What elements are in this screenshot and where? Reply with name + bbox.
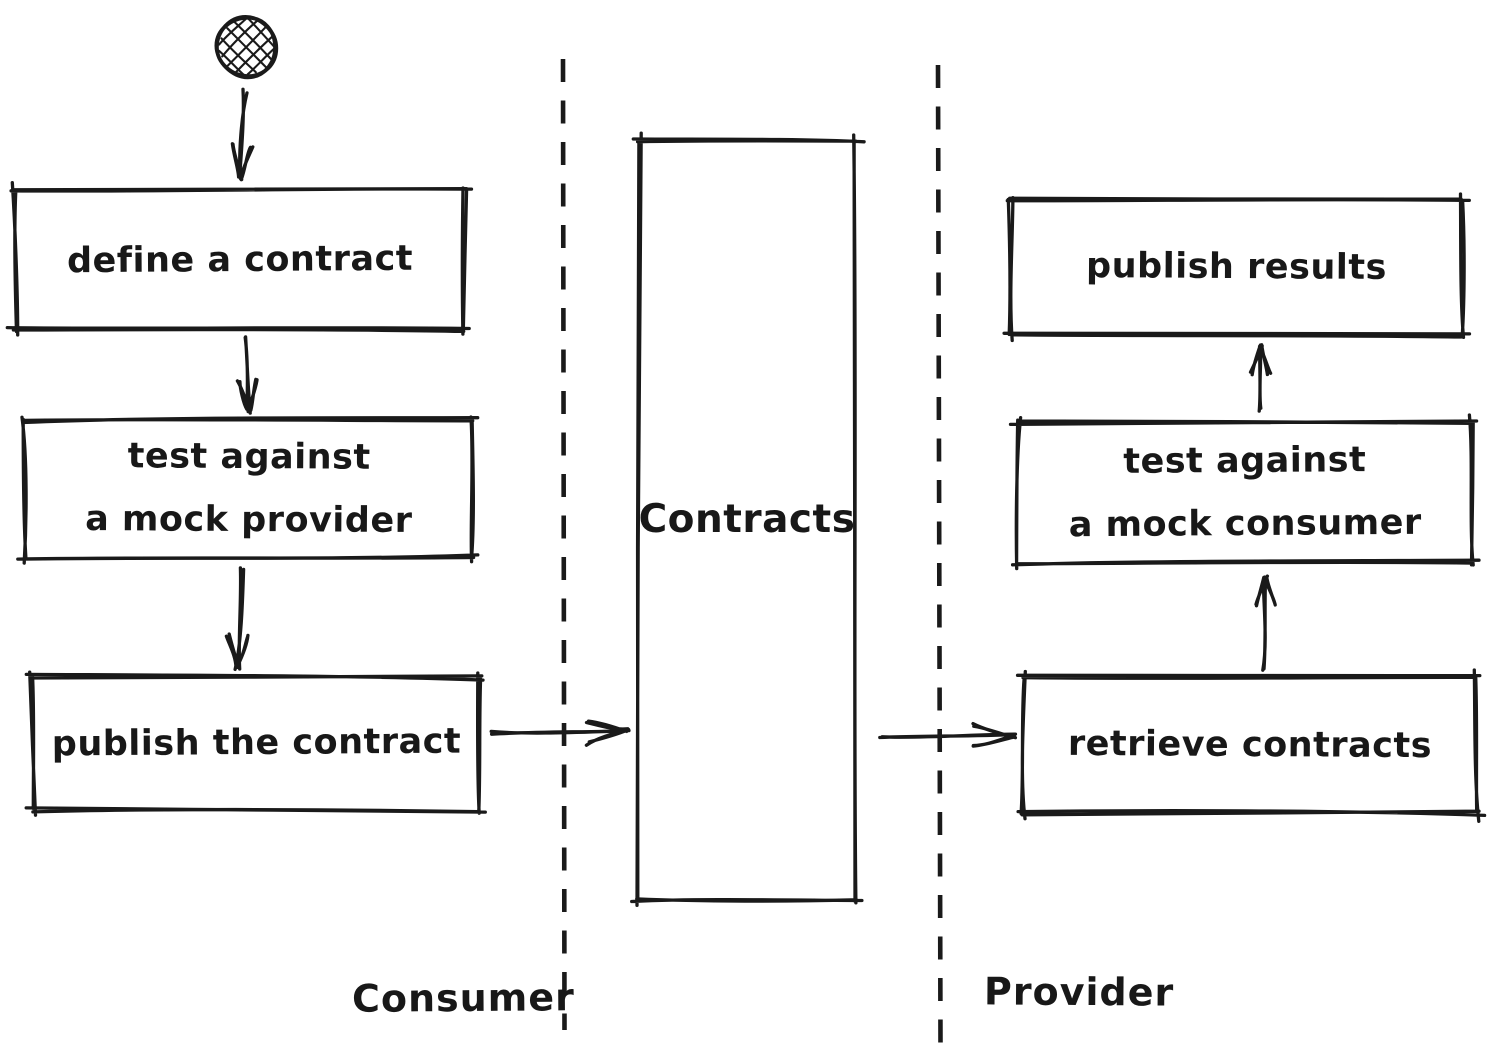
lane-divider-right xyxy=(935,64,943,1046)
arrow-retrieve-to-test xyxy=(1254,574,1277,672)
arrow-contracts-to-retrieve xyxy=(878,721,1018,748)
lane-divider-left xyxy=(560,58,567,1031)
start-circle-icon xyxy=(214,14,279,80)
publish-contract-box-outline xyxy=(24,670,487,817)
arrow-define-to-test xyxy=(235,335,259,415)
test-mock-provider-box-outline xyxy=(16,415,480,565)
start-circle-hatch-icon xyxy=(217,16,277,78)
contracts-store-box-outline xyxy=(630,131,866,908)
define-contract-box-outline xyxy=(5,180,474,337)
arrow-start-to-define xyxy=(230,87,255,182)
test-mock-consumer-box-outline xyxy=(1008,413,1481,571)
arrow-test-to-results xyxy=(1248,343,1273,413)
arrow-publish-to-contracts xyxy=(489,719,631,747)
publish-results-box-outline xyxy=(1002,192,1472,343)
arrow-test-to-publish xyxy=(224,566,250,672)
retrieve-contracts-box-outline xyxy=(1015,668,1487,823)
